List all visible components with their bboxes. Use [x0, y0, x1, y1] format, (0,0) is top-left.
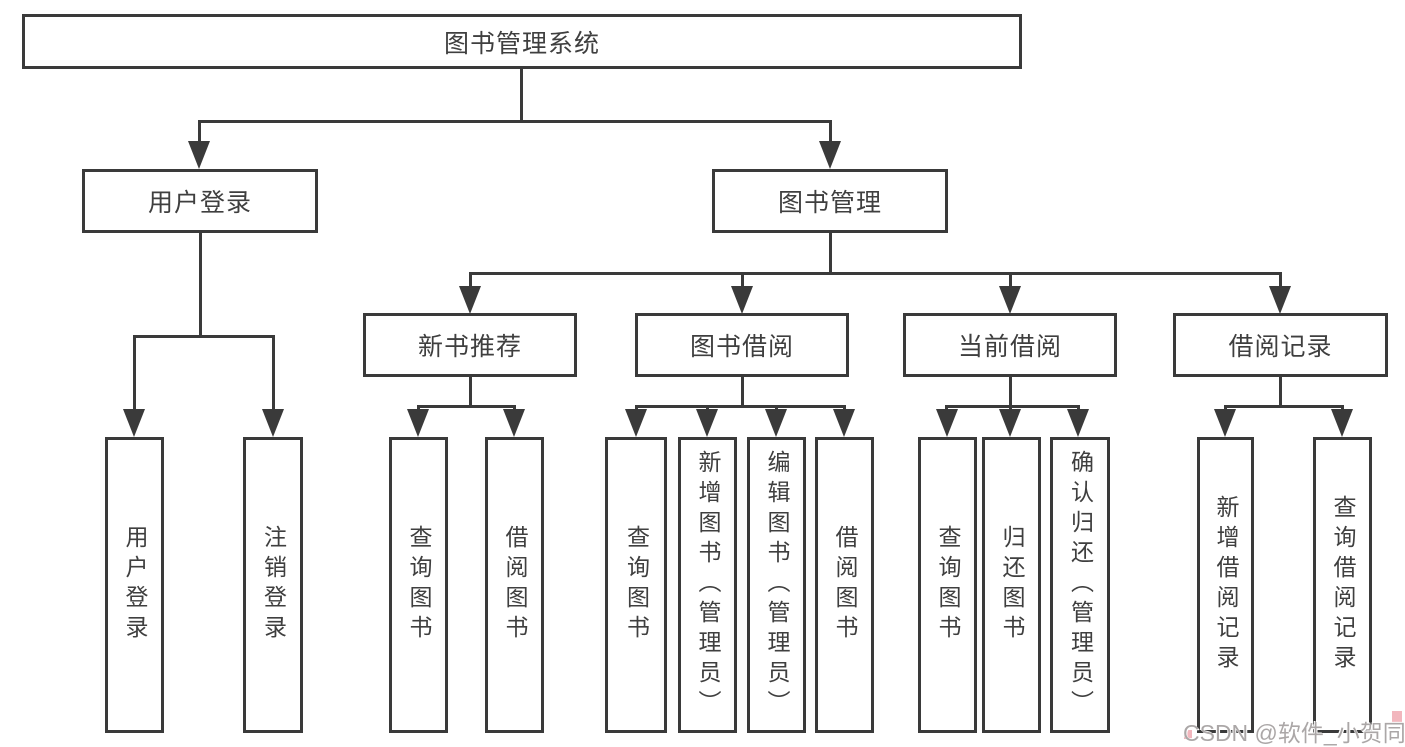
leaf-return-book: 归还图书: [982, 437, 1041, 733]
connector-hline: [635, 405, 845, 408]
leaf-query-borrow-record: 查询借阅记录: [1313, 437, 1372, 733]
leaf-query-books-borrow: 查询图书: [605, 437, 667, 733]
leaf-add-book-admin: 新增图书（管理员）: [678, 437, 737, 733]
node-new-book-recommend: 新书推荐: [363, 313, 577, 377]
arrowhead-down-icon: [625, 409, 647, 437]
node-current-borrow: 当前借阅: [903, 313, 1117, 377]
connector-hline: [417, 405, 516, 408]
node-user-login-label: 用户登录: [147, 189, 252, 217]
node-user-login: 用户登录: [82, 169, 318, 233]
leaf-query-books-current: 查询图书: [918, 437, 977, 733]
leaf-borrow-books-recommend: 借阅图书: [485, 437, 544, 733]
arrowhead-down-icon: [936, 409, 958, 437]
leaf-query-books-borrow-label: 查询图书: [623, 525, 650, 645]
connector-vline: [1279, 272, 1282, 290]
leaf-add-borrow-record: 新增借阅记录: [1197, 437, 1254, 733]
leaf-add-borrow-record-label: 新增借阅记录: [1213, 495, 1239, 675]
node-book-borrow: 图书借阅: [635, 313, 849, 377]
arrowhead-down-icon: [459, 286, 481, 314]
leaf-add-book-admin-label: 新增图书（管理员）: [695, 450, 721, 720]
leaf-logout: 注销登录: [243, 437, 303, 733]
leaf-query-books-recommend: 查询图书: [389, 437, 448, 733]
connector-vline: [199, 233, 202, 338]
node-book-management: 图书管理: [712, 169, 948, 233]
arrowhead-down-icon: [1214, 409, 1236, 437]
arrowhead-down-icon: [696, 409, 718, 437]
leaf-edit-book-admin-label: 编辑图书（管理员）: [764, 450, 790, 720]
node-book-management-label: 图书管理: [777, 189, 882, 217]
arrowhead-down-icon: [999, 286, 1021, 314]
arrowhead-down-icon: [188, 141, 210, 169]
arrowhead-down-icon: [731, 286, 753, 314]
leaf-logout-label: 注销登录: [260, 525, 287, 645]
arrowhead-down-icon: [262, 409, 284, 437]
connector-vline: [520, 69, 523, 123]
arrowhead-down-icon: [123, 409, 145, 437]
node-library-system-label: 图书管理系统: [443, 29, 600, 58]
leaf-borrow-books-label: 借阅图书: [832, 525, 858, 645]
arrowhead-down-icon: [1331, 409, 1353, 437]
leaf-user-login-label: 用户登录: [122, 525, 148, 645]
connector-vline: [741, 377, 744, 408]
arrowhead-down-icon: [999, 409, 1021, 437]
node-current-borrow-label: 当前借阅: [957, 333, 1062, 361]
watermark-accent-mark: [1184, 730, 1192, 739]
connector-vline: [469, 377, 472, 408]
connector-hline: [1224, 405, 1343, 408]
arrowhead-down-icon: [833, 409, 855, 437]
connector-vline: [133, 335, 136, 413]
leaf-borrow-books-recommend-label: 借阅图书: [502, 525, 528, 645]
node-borrow-records-label: 借阅记录: [1228, 333, 1333, 361]
connector-vline: [741, 272, 744, 290]
node-book-borrow-label: 图书借阅: [689, 333, 794, 361]
connector-hline: [945, 405, 1080, 408]
leaf-confirm-return-admin: 确认归还（管理员）: [1050, 437, 1110, 733]
leaf-user-login: 用户登录: [105, 437, 164, 733]
connector-vline: [829, 233, 832, 275]
arrowhead-down-icon: [503, 409, 525, 437]
connector-vline: [829, 120, 832, 148]
connector-vline: [469, 272, 472, 290]
connector-vline: [198, 120, 201, 148]
leaf-edit-book-admin: 编辑图书（管理员）: [747, 437, 806, 733]
connector-vline: [1009, 272, 1012, 290]
connector-vline: [1279, 377, 1282, 408]
connector-hline: [469, 272, 1282, 275]
arrowhead-down-icon: [1269, 286, 1291, 314]
connector-hline: [133, 335, 275, 338]
leaf-query-books-recommend-label: 查询图书: [406, 525, 432, 645]
leaf-query-books-current-label: 查询图书: [935, 525, 961, 645]
arrowhead-down-icon: [765, 409, 787, 437]
arrowhead-down-icon: [407, 409, 429, 437]
arrowhead-down-icon: [819, 141, 841, 169]
watermark-accent-mark: [1392, 711, 1402, 722]
node-new-book-recommend-label: 新书推荐: [417, 333, 522, 361]
connector-hline: [198, 120, 832, 123]
node-library-system: 图书管理系统: [22, 14, 1022, 69]
arrowhead-down-icon: [1067, 409, 1089, 437]
connector-vline: [1009, 377, 1012, 408]
leaf-borrow-books: 借阅图书: [815, 437, 874, 733]
node-borrow-records: 借阅记录: [1173, 313, 1388, 377]
connector-vline: [272, 335, 275, 413]
leaf-return-book-label: 归还图书: [999, 525, 1025, 645]
leaf-confirm-return-admin-label: 确认归还（管理员）: [1067, 450, 1094, 720]
leaf-query-borrow-record-label: 查询借阅记录: [1330, 495, 1356, 675]
watermark: CSDN @软件_小贺同学: [1183, 720, 1405, 746]
